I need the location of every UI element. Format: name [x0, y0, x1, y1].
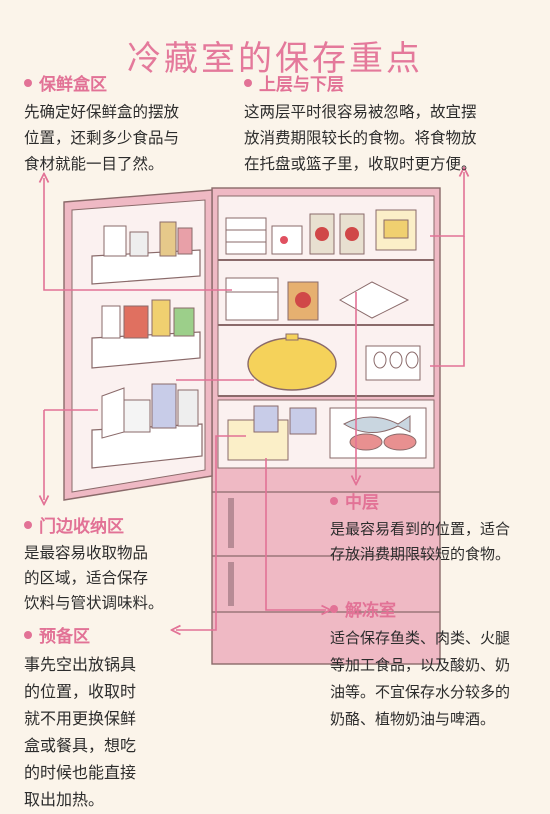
text-line: 的区域，适合保存: [24, 569, 149, 587]
food-container-icon: [225, 277, 279, 321]
text-line: 等加工食品，以及酸奶、奶: [330, 656, 511, 674]
bullet-icon: [24, 630, 32, 639]
leader-lines: [44, 172, 464, 630]
text-line: 油等。不宜保存水分较多的: [330, 683, 511, 701]
text-line: 是最容易收取物品: [24, 544, 149, 562]
section-body: 适合保存鱼类、肉类、火腿 等加工食品，以及酸奶、奶 油等。不宜保存水分较多的 奶…: [330, 625, 545, 733]
section-upper-lower: 上层与下层 这两层平时很容易被忽略，故宜摆 放消费期限较长的食物。将食物放 在托…: [244, 70, 534, 177]
text-line: 适合保存鱼类、肉类、火腿: [330, 629, 511, 647]
section-body: 是最容易看到的位置，适合 存放消费期限较短的食物。: [330, 517, 540, 567]
section-middle: 中层 是最容易看到的位置，适合 存放消费期限较短的食物。: [330, 488, 540, 567]
section-thaw: 解冻室 适合保存鱼类、肉类、火腿 等加工食品，以及酸奶、奶 油等。不宜保存水分较…: [330, 596, 545, 733]
fridge-door: [63, 189, 213, 501]
section-heading: 预备区: [39, 627, 90, 647]
fish-icon: [342, 415, 411, 433]
section-box: 保鲜盒区 先确定好保鲜盒的摆放 位置，还剩多少食品与 食材就能一目了然。: [24, 70, 224, 177]
bullet-icon: [330, 604, 338, 613]
text-line: 这两层平时很容易被忽略，故宜摆: [244, 103, 477, 121]
jar-icon: [123, 305, 149, 339]
text-line: 的位置，收取时: [24, 682, 137, 701]
basket-icon: [225, 217, 267, 255]
text-line: 位置，还剩多少食品与: [24, 129, 180, 147]
bullet-icon: [24, 78, 32, 87]
text-line: 是最容易看到的位置，适合: [330, 520, 511, 538]
pot-icon: [247, 337, 337, 391]
page-title: 冷藏室的保存重点: [127, 38, 423, 79]
text-line: 事先空出放锅具: [24, 655, 137, 674]
text-line: 存放消费期限较短的食物。: [330, 545, 511, 563]
text-line: 取出加热。: [24, 790, 105, 809]
section-body: 这两层平时很容易被忽略，故宜摆 放消费期限较长的食物。将食物放 在托盘或篮子里，…: [244, 99, 534, 177]
section-door: 门边收纳区 是最容易收取物品 的区域，适合保存 饮料与管状调味料。: [24, 512, 194, 616]
section-reserve: 预备区 事先空出放锅具 的位置，收取时 就不用更换保鲜 盒或餐具，想吃 的时候也…: [24, 622, 174, 813]
text-line: 在托盘或篮子里，收取时更方便。: [244, 155, 477, 173]
section-heading: 解冻室: [345, 601, 396, 621]
text-line: 奶酪、植物奶油与啤酒。: [330, 710, 496, 728]
bullet-icon: [330, 496, 338, 505]
milk-carton-icon: [101, 387, 125, 439]
text-line: 盒或餐具，想吃: [24, 736, 137, 755]
section-heading: 门边收纳区: [39, 517, 124, 537]
bullet-icon: [244, 78, 252, 87]
section-heading: 上层与下层: [259, 75, 344, 95]
shelf-items: [225, 209, 427, 461]
text-line: 的时候也能直接: [24, 763, 137, 782]
text-line: 就不用更换保鲜: [24, 709, 137, 728]
text-line: 先确定好保鲜盒的摆放: [24, 103, 180, 121]
section-body: 是最容易收取物品 的区域，适合保存 饮料与管状调味料。: [24, 541, 194, 616]
section-heading: 中层: [345, 493, 379, 513]
bottle-icon: [101, 305, 121, 339]
bullet-icon: [24, 520, 32, 529]
text-line: 食材就能一目了然。: [24, 155, 164, 173]
section-body: 事先空出放锅具 的位置，收取时 就不用更换保鲜 盒或餐具，想吃 的时候也能直接 …: [24, 651, 174, 813]
section-heading: 保鲜盒区: [39, 75, 107, 95]
text-line: 放消费期限较长的食物。将食物放: [244, 129, 477, 147]
text-line: 饮料与管状调味料。: [24, 594, 164, 612]
section-body: 先确定好保鲜盒的摆放 位置，还剩多少食品与 食材就能一目了然。: [24, 99, 224, 177]
